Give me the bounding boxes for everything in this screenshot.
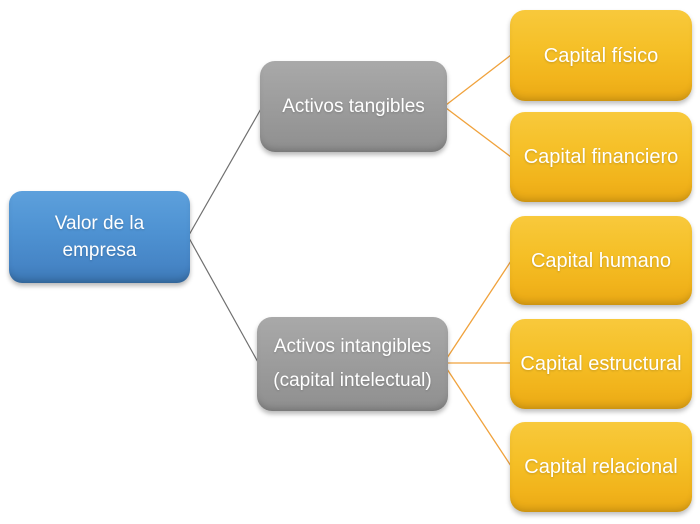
leaf-node-label: Capital relacional [524, 456, 678, 478]
connector-intangibles-to-relacional [444, 365, 512, 467]
leaf-node-capital-relacional: Capital relacional [510, 422, 692, 512]
root-node-label-line2: empresa [62, 240, 137, 261]
leaf-node-capital-fisico: Capital físico [510, 10, 692, 101]
branch-node-activos-intangibles: Activos intangibles (capital intelectual… [257, 317, 448, 411]
connector-tangibles-to-financiero [445, 107, 512, 158]
leaf-node-capital-estructural: Capital estructural [510, 319, 692, 409]
leaf-node-label: Capital humano [530, 249, 672, 272]
leaf-node-label: Capital estructural [520, 353, 682, 375]
connector-root-to-tangibles [188, 106, 263, 236]
branch-node-label-line2: (capital intelectual) [273, 370, 432, 391]
branch-node-label-line1: Activos intangibles [273, 336, 432, 357]
leaf-node-capital-financiero: Capital financiero [510, 112, 692, 202]
leaf-node-label: Capital financiero [523, 146, 679, 168]
branch-node-activos-tangibles: Activos tangibles [260, 61, 447, 152]
leaf-node-label: Capital físico [543, 44, 659, 67]
branch-node-label: Activos tangibles [282, 95, 425, 117]
connector-root-to-intangibles [188, 237, 260, 365]
connector-tangibles-to-fisico [445, 54, 512, 106]
root-node-valor-de-la-empresa: Valor de la empresa [9, 191, 190, 283]
leaf-node-capital-humano: Capital humano [510, 216, 692, 305]
root-node-label-line1: Valor de la [54, 213, 145, 234]
connector-intangibles-to-humano [444, 260, 512, 362]
